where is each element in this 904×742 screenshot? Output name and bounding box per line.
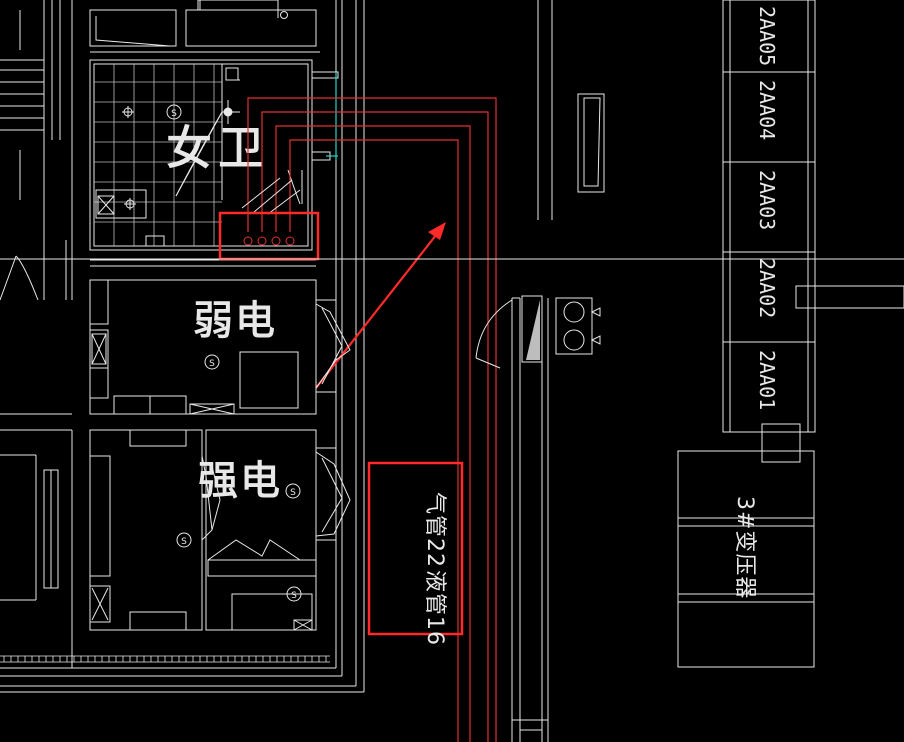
shaft-fill	[526, 300, 540, 360]
cabinet-label-2aa01: 2AA01	[755, 350, 779, 410]
pipe-branch-lines	[241, 177, 301, 215]
symbol-s-1: S	[171, 109, 177, 119]
bottom-strip-ticks	[3, 656, 327, 662]
cabinet-label-2aa02: 2AA02	[755, 258, 779, 318]
upper-rooms	[89, 0, 320, 53]
symbol-s-3: S	[290, 488, 296, 498]
high-voltage-room	[89, 429, 351, 631]
refrigerant-pipes	[247, 97, 497, 742]
highlight-box-pipe-spec[interactable]	[367, 461, 464, 636]
building-walls	[0, 0, 365, 693]
highlight-box-pipe-endpoints[interactable]	[218, 211, 320, 261]
room-label-high-voltage: 强电	[198, 458, 282, 504]
room-label-low-voltage: 弱电	[193, 298, 277, 344]
pipe-spec-liquid: 液管16	[422, 570, 447, 646]
high-voltage-symbols: S S S	[176, 483, 302, 602]
cabinet-label-2aa03: 2AA03	[755, 170, 779, 230]
cabinet-labels: 2AA05 2AA04 2AA03 2AA02 2AA01	[755, 6, 779, 410]
cabinet-label-2aa05: 2AA05	[755, 6, 779, 66]
low-voltage-symbol: S	[204, 354, 220, 370]
red-arrow	[315, 222, 446, 389]
transformer-label: 3#变压器	[732, 496, 757, 599]
pipe-spec-gas: 气管22	[422, 492, 447, 568]
drain-node	[223, 100, 233, 124]
symbol-s-4: S	[181, 537, 187, 547]
transformer-3	[677, 450, 815, 668]
low-voltage-room	[89, 279, 351, 415]
symbol-s-2: S	[209, 359, 215, 369]
double-fan-fixture	[555, 297, 601, 355]
switchgear-cabinets	[722, 0, 904, 463]
symbol-s-5: S	[291, 591, 297, 601]
cabinet-label-2aa04: 2AA04	[755, 80, 779, 140]
restroom-sensor-symbol: S	[166, 104, 182, 120]
room-label-womens-restroom: 女卫	[166, 121, 270, 175]
pipe-endpoints	[243, 236, 295, 246]
